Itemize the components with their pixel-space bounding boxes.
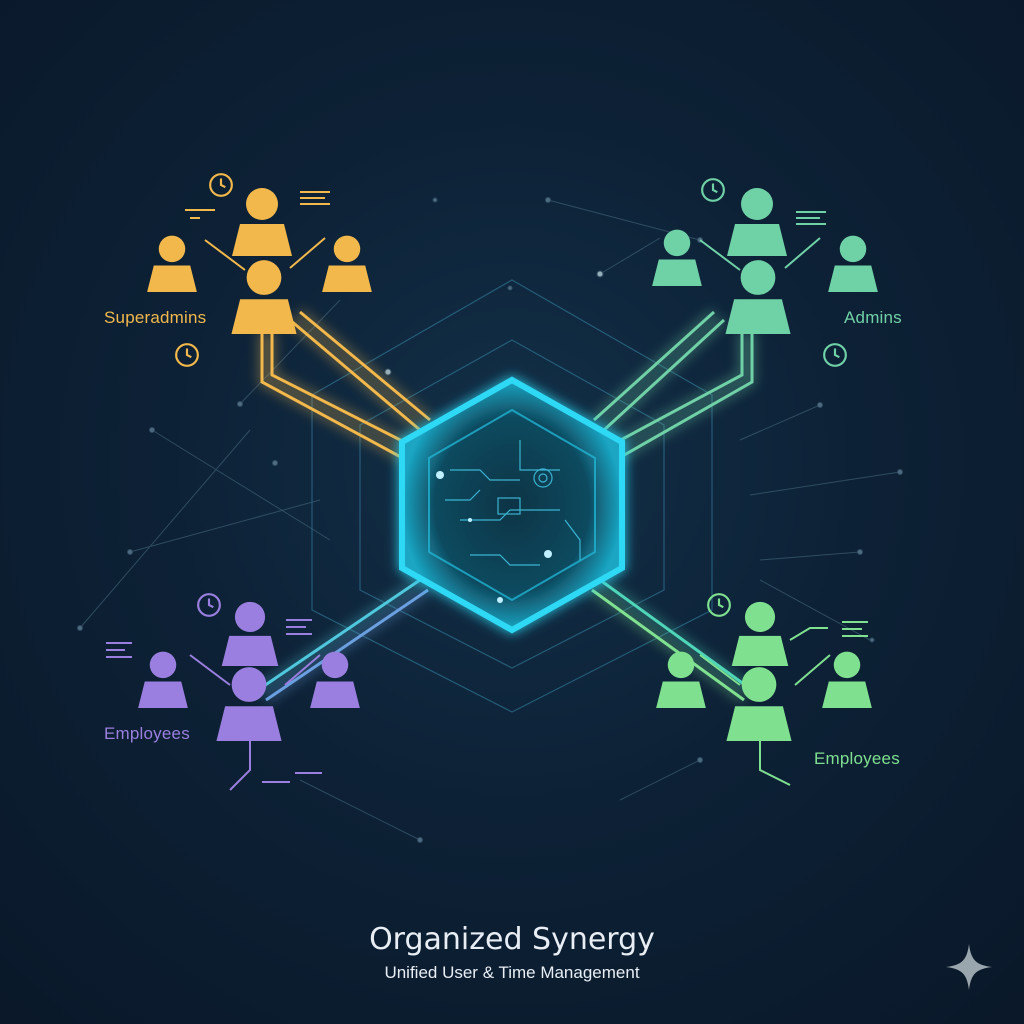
person-icon: [656, 651, 706, 708]
group-label-employees-right: Employees: [814, 749, 900, 768]
connector-superadmins: [260, 310, 431, 464]
clock-icon: [701, 178, 725, 202]
connector-employees-right: [591, 578, 753, 702]
person-icon: [138, 651, 188, 708]
person-icon: [828, 235, 878, 292]
hexagon-hub-icon: [399, 376, 625, 634]
group-superadmins: [147, 173, 372, 367]
clock-icon: [209, 173, 233, 197]
connector-employees-left: [257, 578, 429, 702]
person-icon: [322, 235, 372, 292]
person-icon: [725, 260, 791, 334]
group-employees-left: [106, 593, 360, 791]
person-icon: [232, 188, 292, 256]
sparkle-icon: [946, 944, 992, 990]
person-icon: [310, 651, 360, 708]
group-label-admins: Admins: [844, 308, 902, 327]
clock-icon: [823, 343, 847, 367]
person-icon: [216, 667, 282, 741]
person-icon: [221, 601, 279, 666]
page-title: Organized Synergy: [369, 922, 655, 957]
clock-icon: [197, 593, 221, 617]
person-icon: [822, 651, 872, 708]
group-label-superadmins: Superadmins: [104, 308, 207, 327]
person-icon: [231, 260, 297, 334]
group-admins: [652, 178, 878, 367]
group-label-employees-left: Employees: [104, 724, 190, 743]
person-icon: [727, 188, 787, 256]
person-icon: [147, 235, 197, 292]
page-subtitle: Unified User & Time Management: [384, 963, 640, 982]
connector-admins: [592, 310, 754, 464]
clock-icon: [175, 343, 199, 367]
person-icon: [731, 601, 789, 666]
group-employees-right: [656, 593, 872, 786]
